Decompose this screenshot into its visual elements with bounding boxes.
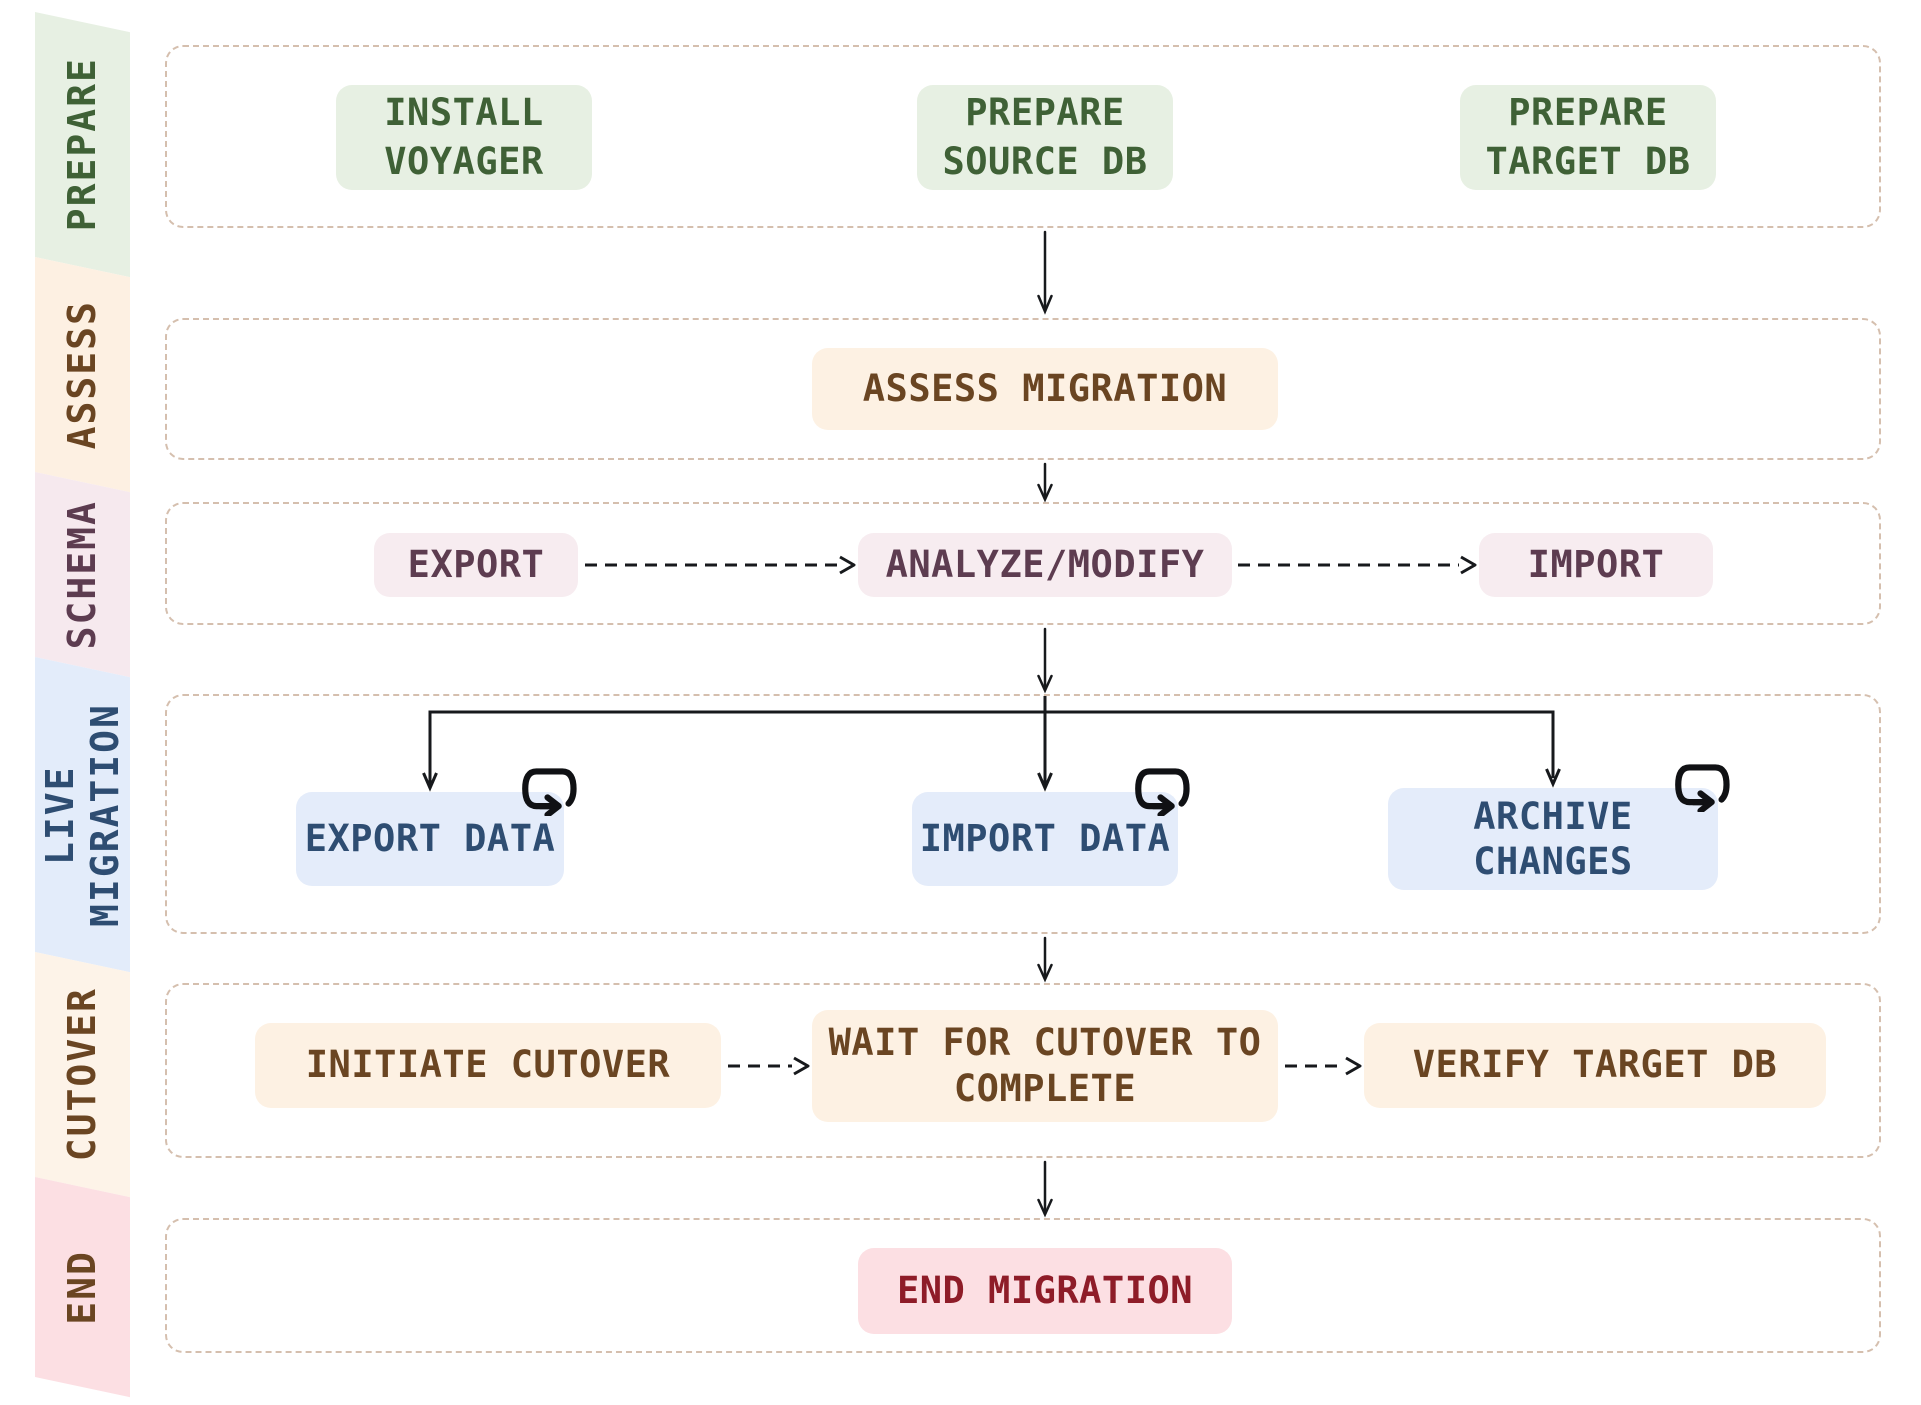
node-wait-for-cutover: WAIT FOR CUTOVER TO COMPLETE [812,1010,1278,1122]
node-archive-changes: ARCHIVE CHANGES [1388,788,1718,890]
node-prepare-target-db: PREPARE TARGET DB [1460,85,1716,190]
phase-tab-label: ASSESS [60,299,105,450]
node-end-migration: END MIGRATION [858,1248,1232,1334]
node-export-data: EXPORT DATA [296,792,564,886]
node-verify-target-db: VERIFY TARGET DB [1364,1023,1826,1108]
phase-tab-label: LIVE MIGRATION [37,702,127,927]
phase-tab-label: PREPARE [60,57,105,232]
phase-tab-label: END [60,1249,105,1325]
phase-sidebar: PREPARE ASSESS SCHEMA LIVE MIGRATION CUT… [35,12,130,1398]
loop-repeat-icon [522,768,577,816]
phase-tab-schema: SCHEMA [35,472,130,678]
phase-tab-label: SCHEMA [60,499,105,650]
node-prepare-source-db: PREPARE SOURCE DB [917,85,1173,190]
phase-tab-prepare: PREPARE [35,12,130,278]
phase-tab-assess: ASSESS [35,257,130,493]
node-analyze-modify: ANALYZE/MODIFY [858,533,1232,597]
node-initiate-cutover: INITIATE CUTOVER [255,1023,721,1108]
node-import-schema: IMPORT [1479,533,1713,597]
phase-tab-cutover: CUTOVER [35,952,130,1198]
phase-tab-live-migration: LIVE MIGRATION [35,657,130,973]
loop-repeat-icon [1135,768,1190,816]
phase-tab-label: CUTOVER [60,987,105,1162]
loop-repeat-icon [1675,764,1730,812]
node-assess-migration: ASSESS MIGRATION [812,348,1278,430]
node-install-voyager: INSTALL VOYAGER [336,85,592,190]
phase-tab-end: END [35,1177,130,1398]
node-export-schema: EXPORT [374,533,578,597]
node-import-data: IMPORT DATA [912,792,1178,886]
